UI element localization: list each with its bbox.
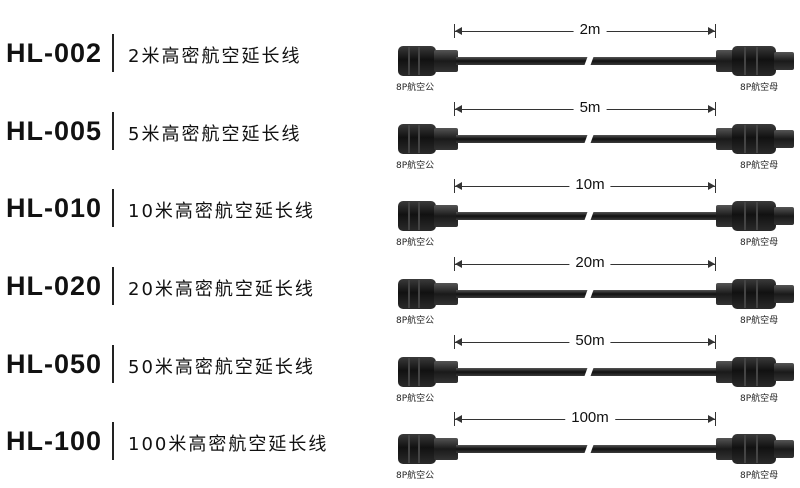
right-connector-label: 8P航空母 (740, 161, 779, 171)
divider (112, 422, 114, 460)
dimension-arrow-right-icon (708, 105, 715, 113)
female-connector-icon (716, 124, 796, 154)
left-connector-label: 8P航空公 (396, 316, 435, 326)
dimension-arrow-left-icon (455, 338, 462, 346)
product-row: HL-020 20米高密航空延长线 20m (0, 251, 800, 327)
product-description: 20米高密航空延长线 (128, 279, 315, 300)
cable-length-label: 2m (573, 21, 607, 38)
product-description: 50米高密航空延长线 (128, 357, 315, 378)
left-connector-label: 8P航空公 (396, 471, 435, 481)
product-row: HL-050 50米高密航空延长线 50m (0, 329, 800, 405)
left-connector-label: 8P航空公 (396, 161, 435, 171)
dimension-arrow-left-icon (455, 415, 462, 423)
female-connector-icon (716, 201, 796, 231)
male-connector-icon (398, 357, 458, 387)
female-connector-icon (716, 357, 796, 387)
female-connector-icon (716, 46, 796, 76)
product-code: HL-005 (6, 116, 103, 146)
male-connector-icon (398, 279, 458, 309)
right-connector-label: 8P航空母 (740, 394, 779, 404)
cable-length-label: 5m (573, 99, 607, 116)
dimension-arrow-left-icon (455, 105, 462, 113)
product-description: 100米高密航空延长线 (128, 434, 329, 455)
dimension-arrow-right-icon (708, 415, 715, 423)
female-connector-icon (716, 279, 796, 309)
male-connector-icon (398, 201, 458, 231)
product-code: HL-002 (6, 38, 103, 68)
dimension-arrow-right-icon (708, 182, 715, 190)
right-connector-label: 8P航空母 (740, 471, 779, 481)
male-connector-icon (398, 434, 458, 464)
male-connector-icon (398, 46, 458, 76)
dimension-arrow-left-icon (455, 182, 462, 190)
right-connector-label: 8P航空母 (740, 238, 779, 248)
cable-diagram: 20m 8P航空公 8P航空母 (390, 251, 800, 327)
product-row: HL-002 2米高密航空延长线 2m (0, 18, 800, 94)
divider (112, 267, 114, 305)
product-code: HL-020 (6, 271, 103, 301)
male-connector-icon (398, 124, 458, 154)
dimension-arrow-right-icon (708, 260, 715, 268)
cable-diagram: 50m 8P航空公 8P航空母 (390, 329, 800, 405)
divider (112, 189, 114, 227)
divider (112, 345, 114, 383)
product-row: HL-010 10米高密航空延长线 10m (0, 173, 800, 249)
product-description: 10米高密航空延长线 (128, 201, 315, 222)
product-code: HL-100 (6, 426, 103, 456)
dimension-arrow-right-icon (708, 27, 715, 35)
cable-diagram: 2m 8P航空公 8P航空母 (390, 18, 800, 94)
cable-length-label: 100m (565, 409, 615, 426)
cable-length-label: 20m (569, 254, 611, 271)
dimension-arrow-right-icon (708, 338, 715, 346)
left-connector-label: 8P航空公 (396, 394, 435, 404)
female-connector-icon (716, 434, 796, 464)
product-row: HL-005 5米高密航空延长线 5m (0, 96, 800, 172)
divider (112, 34, 114, 72)
product-code: HL-050 (6, 349, 103, 379)
cable-length-label: 10m (569, 176, 611, 193)
dimension-arrow-left-icon (455, 260, 462, 268)
product-description: 2米高密航空延长线 (128, 46, 302, 67)
product-row: HL-100 100米高密航空延长线 100m (0, 406, 800, 482)
cable-diagram: 5m 8P航空公 8P航空母 (390, 96, 800, 172)
dimension-arrow-left-icon (455, 27, 462, 35)
left-connector-label: 8P航空公 (396, 83, 435, 93)
cable-diagram: 100m 8P航空公 8P航空母 (390, 406, 800, 482)
product-code: HL-010 (6, 193, 103, 223)
divider (112, 112, 114, 150)
right-connector-label: 8P航空母 (740, 83, 779, 93)
left-connector-label: 8P航空公 (396, 238, 435, 248)
cable-length-label: 50m (569, 332, 611, 349)
right-connector-label: 8P航空母 (740, 316, 779, 326)
cable-diagram: 10m 8P航空公 8P航空母 (390, 173, 800, 249)
product-description: 5米高密航空延长线 (128, 124, 302, 145)
